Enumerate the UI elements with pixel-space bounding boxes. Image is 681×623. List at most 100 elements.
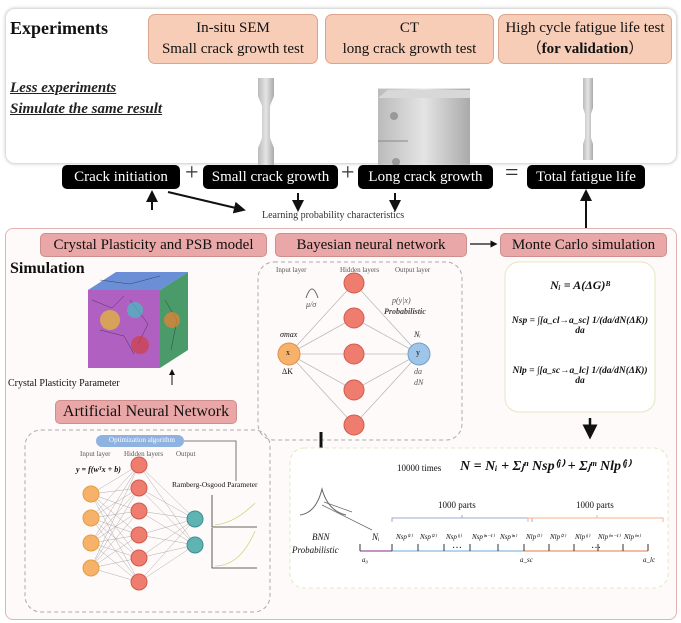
bnn-edge	[288, 353, 355, 391]
bnn-input-node	[277, 342, 301, 366]
mc-axis-label: a₀	[362, 556, 368, 564]
ann-edge	[138, 544, 196, 583]
bnn-hidden-node-2	[343, 343, 365, 365]
bnn-edge	[353, 317, 420, 355]
ann-edge	[90, 464, 140, 495]
bnn-ni-label: Nᵢ	[414, 330, 421, 339]
mc-segment-label: Nsp⁽²⁾	[420, 533, 437, 541]
bnn-dashed-box	[257, 261, 463, 441]
formula-long-crack: Nlp = ∫[a_sc→a_lc] 1/(da/dN(ΔK)) da	[512, 366, 648, 386]
optimization-algorithm-label: Optimization algorithm	[109, 436, 175, 444]
optimization-algorithm-box	[96, 435, 184, 447]
ct-specimen-image	[378, 88, 470, 166]
paren-close: ）	[628, 41, 644, 57]
ann-edge	[90, 493, 140, 559]
ro-parameter-label: Ramberg-Osgood Parameter	[172, 480, 258, 489]
sem-test-line1: In-situ SEM	[196, 20, 270, 36]
mc-ellipsis: …	[452, 540, 462, 551]
ct-test-line1: CT	[399, 20, 420, 36]
ann-hidden-node-5	[130, 573, 148, 591]
mc-probabilistic-label: Probabilistic	[292, 545, 339, 555]
ann-edge	[90, 517, 140, 559]
ann-input-node-2	[82, 534, 100, 552]
ann-edge	[138, 510, 196, 520]
sem-specimen-image	[258, 78, 274, 166]
bnn-output-layer-label: Output layer	[395, 266, 431, 274]
formula-box	[504, 261, 656, 413]
validation-label: for validation	[541, 41, 629, 57]
bnn-input-layer-label: Input layer	[276, 266, 307, 274]
sem-test-box: In-situ SEM Small crack growth test	[148, 14, 318, 64]
ann-output-node-0	[186, 510, 204, 528]
experiments-title: Experiments	[10, 18, 108, 38]
ann-input-node-0	[82, 485, 100, 503]
ann-hidden-node-1	[130, 479, 148, 497]
pyx-label: p(y|x)	[392, 296, 411, 305]
bnn-probabilistic-label: Probabilistic	[384, 307, 426, 316]
parts-right-label: 1000 parts	[576, 500, 614, 510]
ann-edge	[90, 534, 140, 569]
ann-title-box: Artificial Neural Network	[55, 400, 237, 424]
bnn-x-label: x	[286, 348, 290, 357]
ann-edge	[138, 544, 196, 559]
term-small-crack-growth: Small crack growth	[203, 165, 338, 189]
term-long-crack-growth: Long crack growth	[358, 165, 493, 189]
bnn-edge	[288, 353, 355, 426]
monte-carlo-box: Monte Carlo simulation	[500, 233, 667, 257]
mc-segment-label: Nsp⁽¹⁾	[396, 533, 413, 541]
mc-ni-label: Nᵢ	[372, 532, 380, 542]
sigma-max-label: σmax	[280, 330, 298, 339]
mc-segment-label: Nsp⁽ⁿ⁾	[500, 533, 517, 541]
ann-edge	[138, 534, 196, 546]
hcf-specimen-image	[583, 78, 593, 160]
brace-right	[527, 515, 664, 522]
ct-test-line2: long crack growth test	[342, 41, 477, 57]
mc-segment-label: Nsp⁽ⁿ⁻¹⁾	[472, 533, 495, 541]
brace-left	[391, 515, 533, 522]
formula-small-crack: Nsp = ∫[a_cl→a_sc] 1/(da/dN(ΔK)) da	[511, 316, 649, 336]
ann-edge	[90, 464, 140, 544]
ann-edge	[90, 487, 140, 544]
hcf-test-line2: （for validation）	[499, 39, 671, 60]
ann-edge	[90, 464, 140, 519]
crystal-cube-image	[88, 272, 188, 368]
bnn-hidden-node-4	[343, 414, 365, 436]
ann-input-node-3	[82, 559, 100, 577]
learning-label: Learning probability characteristics	[262, 210, 405, 221]
term-total-fatigue-life: Total fatigue life	[527, 165, 645, 189]
mc-segment-label: Nlp⁽ᵐ⁻¹⁾	[598, 533, 621, 541]
ann-output-label: Output	[176, 450, 196, 458]
cp-parameter-label: Crystal Plasticity Parameter	[8, 378, 120, 389]
ann-hidden-node-3	[130, 526, 148, 544]
experiments-panel	[5, 8, 677, 164]
term-crack-initiation: Crack initiation	[62, 165, 180, 189]
ramberg-osgood-plots	[211, 495, 257, 569]
mc-segment-label: Nlp⁽¹⁾	[526, 533, 542, 541]
ann-edge	[138, 464, 196, 520]
note-simulate: Simulate the same result	[10, 101, 163, 117]
sem-test-line2: Small crack growth test	[161, 41, 305, 57]
ann-edge	[90, 542, 140, 583]
cp-psb-box: Crystal Plasticity and PSB model	[40, 233, 267, 257]
ann-dashed-box	[24, 429, 271, 613]
ann-function-label: y = f(wᵀx + b)	[76, 465, 121, 474]
note-less-experiments: Less experiments	[10, 80, 117, 96]
mc-equation: N = Nᵢ + Σⱼⁿ Nsp⁽ʲ⁾ + Σⱼᵐ Nlp⁽ʲ⁾	[460, 459, 631, 474]
ct-test-box: CT long crack growth test	[325, 14, 494, 64]
dadn-den: dN	[414, 378, 424, 387]
plus-sign-2: +	[341, 160, 355, 186]
mc-segment-label: Nlp⁽ᵐ⁾	[624, 533, 641, 541]
bnn-hidden-node-3	[343, 379, 365, 401]
mc-ellipsis: …	[591, 540, 601, 551]
ann-output-node-1	[186, 536, 204, 554]
ann-input-node-1	[82, 509, 100, 527]
bnn-edge	[288, 317, 355, 355]
ann-edge	[90, 487, 140, 569]
delta-k-label: ΔK	[282, 367, 293, 376]
mc-axis-label: a_lc	[643, 556, 656, 564]
bnn-output-node	[407, 342, 431, 366]
bnn-y-label: y	[416, 348, 420, 357]
bnn-pdf-curve	[299, 487, 347, 516]
bnn-hidden-node-0	[343, 272, 365, 294]
